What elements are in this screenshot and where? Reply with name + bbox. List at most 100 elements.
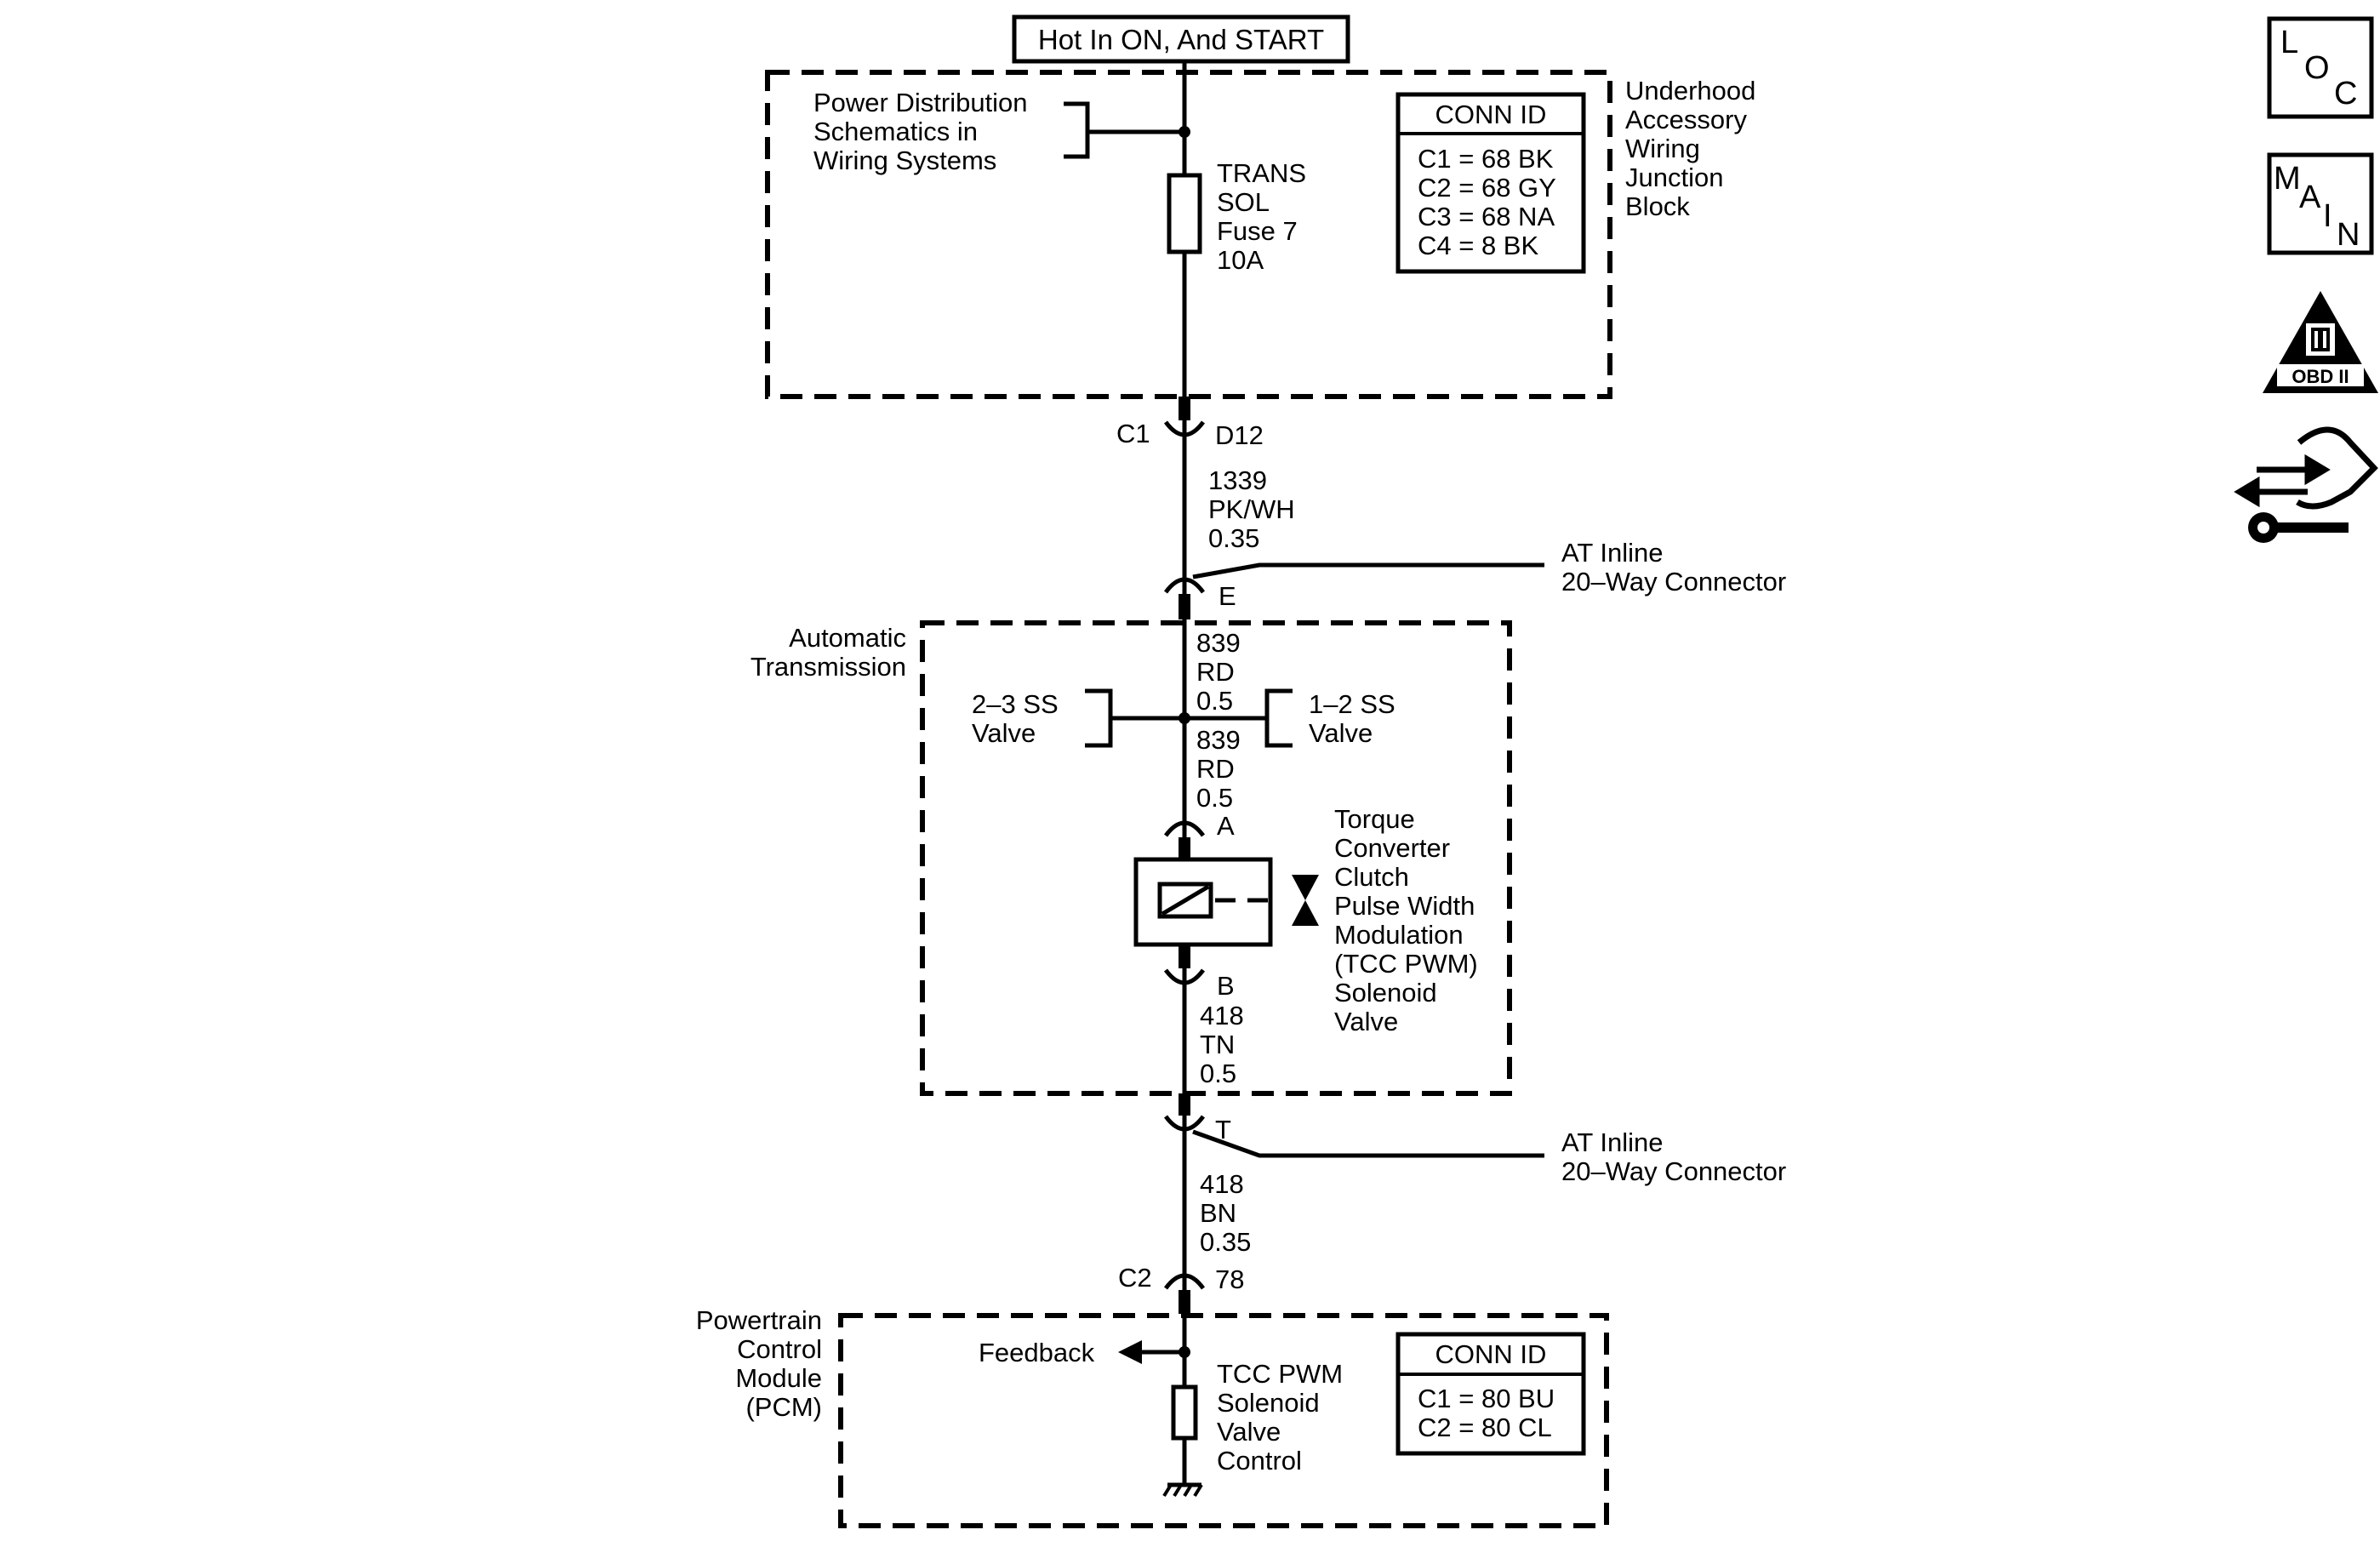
wire-839-lower-label: 839 RD 0.5 — [1196, 725, 1241, 813]
svg-text:418: 418 — [1200, 1169, 1244, 1199]
inline-connector-top-label: AT Inline 20–Way Connector — [1561, 538, 1786, 596]
wire-418-tn-label: 418 TN 0.5 — [1200, 1001, 1244, 1088]
svg-text:OBD II: OBD II — [2292, 366, 2349, 387]
valve-splice-dot — [1179, 712, 1190, 724]
svg-text:Valve: Valve — [972, 718, 1036, 748]
svg-text:2–3 SS: 2–3 SS — [972, 689, 1059, 719]
wire-839-upper-label: 839 RD 0.5 — [1196, 628, 1241, 716]
svg-text:Pulse Width: Pulse Width — [1334, 891, 1475, 921]
svg-text:D12: D12 — [1215, 420, 1264, 450]
valve-12-bracket — [1184, 688, 1293, 748]
svg-text:839: 839 — [1196, 725, 1241, 755]
diagnostic-tools-icon[interactable] — [2234, 426, 2378, 543]
svg-text:C1 = 68 BK: C1 = 68 BK — [1418, 144, 1554, 174]
svg-text:Control: Control — [1217, 1446, 1302, 1476]
svg-text:Modulation: Modulation — [1334, 920, 1464, 950]
svg-text:Control: Control — [737, 1334, 822, 1364]
svg-text:A: A — [2299, 180, 2321, 215]
svg-text:C4 = 8 BK: C4 = 8 BK — [1418, 231, 1538, 260]
valve-23-label: 2–3 SS Valve — [972, 689, 1059, 748]
tcc-control-label: TCC PWM Solenoid Valve Control — [1217, 1359, 1343, 1476]
wire-418-bn-label: 418 BN 0.35 — [1200, 1169, 1251, 1257]
tcc-pin-a: A — [1163, 811, 1235, 859]
main-icon[interactable]: M A I N — [2267, 152, 2374, 255]
svg-text:C1: C1 — [1116, 419, 1150, 448]
svg-text:Converter: Converter — [1334, 833, 1450, 863]
svg-text:1–2 SS: 1–2 SS — [1309, 689, 1395, 719]
wire-1339-label: 1339 PK/WH 0.35 — [1208, 465, 1295, 553]
svg-text:Module: Module — [735, 1363, 822, 1393]
svg-text:RD: RD — [1196, 657, 1235, 687]
loc-icon[interactable]: L O C — [2267, 16, 2374, 119]
obd-ii-icon[interactable]: OBD II — [2263, 291, 2378, 393]
svg-text:C3 = 68 NA: C3 = 68 NA — [1418, 202, 1555, 231]
power-distribution-reference: Power Distribution Schematics in Wiring … — [813, 88, 1028, 175]
svg-text:Torque: Torque — [1334, 804, 1415, 834]
svg-text:20–Way Connector: 20–Way Connector — [1561, 1156, 1786, 1186]
svg-text:CONN ID: CONN ID — [1435, 100, 1547, 129]
svg-text:L: L — [2280, 25, 2298, 60]
svg-text:Fuse 7: Fuse 7 — [1217, 216, 1298, 246]
svg-text:Automatic: Automatic — [789, 623, 906, 653]
svg-text:Junction: Junction — [1625, 163, 1723, 192]
svg-text:Block: Block — [1625, 191, 1690, 221]
inline-connector-e: E — [1163, 562, 1544, 619]
svg-text:O: O — [2304, 50, 2330, 86]
svg-text:AT Inline: AT Inline — [1561, 1127, 1663, 1157]
valve-12-label: 1–2 SS Valve — [1309, 689, 1395, 748]
tcc-pwm-solenoid-symbol — [1133, 857, 1319, 947]
svg-text:Solenoid: Solenoid — [1217, 1388, 1320, 1418]
svg-text:Accessory: Accessory — [1625, 105, 1747, 134]
fuse-7-symbol — [1167, 173, 1202, 254]
splice-dot — [1179, 126, 1190, 138]
svg-text:TN: TN — [1200, 1030, 1235, 1059]
svg-text:Solenoid: Solenoid — [1334, 978, 1437, 1007]
pcm-outline — [838, 1313, 1609, 1528]
svg-text:10A: 10A — [1217, 245, 1264, 275]
svg-text:E: E — [1219, 581, 1236, 611]
svg-text:0.5: 0.5 — [1196, 686, 1233, 716]
tcc-control-resistor-symbol — [1171, 1384, 1198, 1441]
fuse-7-label: TRANS SOL Fuse 7 10A — [1217, 158, 1306, 275]
inline-connector-t: T — [1163, 1093, 1544, 1158]
svg-text:PK/WH: PK/WH — [1208, 494, 1295, 524]
svg-text:BN: BN — [1200, 1198, 1236, 1228]
svg-text:(TCC PWM): (TCC PWM) — [1334, 949, 1478, 979]
svg-text:CONN ID: CONN ID — [1435, 1339, 1547, 1369]
svg-text:C2 = 80 CL: C2 = 80 CL — [1418, 1413, 1552, 1442]
svg-text:SOL: SOL — [1217, 187, 1270, 217]
svg-text:839: 839 — [1196, 628, 1241, 658]
inline-connector-bottom-label: AT Inline 20–Way Connector — [1561, 1127, 1786, 1186]
svg-text:TCC PWM: TCC PWM — [1217, 1359, 1343, 1389]
tcc-pin-b: B — [1163, 945, 1235, 1001]
ground-symbol — [1162, 1482, 1203, 1498]
feedback-label: Feedback — [979, 1338, 1095, 1367]
tcc-pwm-solenoid-label: Torque Converter Clutch Pulse Width Modu… — [1334, 804, 1478, 1036]
svg-text:RD: RD — [1196, 754, 1235, 784]
svg-text:Valve: Valve — [1334, 1007, 1398, 1036]
pcm-conn-id-table: CONN ID C1 = 80 BU C2 = 80 CL — [1395, 1332, 1586, 1456]
svg-text:(PCM): (PCM) — [745, 1392, 822, 1422]
svg-text:0.35: 0.35 — [1200, 1227, 1251, 1257]
pcm-label: Powertrain Control Module (PCM) — [696, 1305, 822, 1422]
svg-text:0.5: 0.5 — [1196, 783, 1233, 813]
automatic-transmission-label: Automatic Transmission — [751, 623, 906, 682]
svg-text:Wiring Systems: Wiring Systems — [813, 146, 996, 175]
svg-text:C2: C2 — [1118, 1263, 1152, 1293]
svg-text:Transmission: Transmission — [751, 652, 906, 682]
svg-text:Schematics in: Schematics in — [813, 117, 978, 146]
connector-c1-d12: C1 D12 — [1116, 397, 1264, 450]
svg-text:0.5: 0.5 — [1200, 1059, 1236, 1088]
svg-text:Powertrain: Powertrain — [696, 1305, 822, 1335]
connector-c2-78: C2 78 — [1118, 1263, 1244, 1314]
svg-text:Clutch: Clutch — [1334, 862, 1409, 892]
svg-text:1339: 1339 — [1208, 465, 1267, 495]
svg-text:C1 = 80 BU: C1 = 80 BU — [1418, 1384, 1555, 1413]
svg-text:Valve: Valve — [1309, 718, 1373, 748]
power-distribution-bracket — [1064, 101, 1184, 159]
underhood-conn-id-table: CONN ID C1 = 68 BK C2 = 68 GY C3 = 68 NA… — [1395, 92, 1586, 274]
svg-text:A: A — [1217, 811, 1235, 841]
power-source-label: Hot In ON, And START — [1038, 24, 1324, 55]
svg-text:N: N — [2337, 217, 2360, 253]
feedback-arrow — [1118, 1340, 1190, 1364]
